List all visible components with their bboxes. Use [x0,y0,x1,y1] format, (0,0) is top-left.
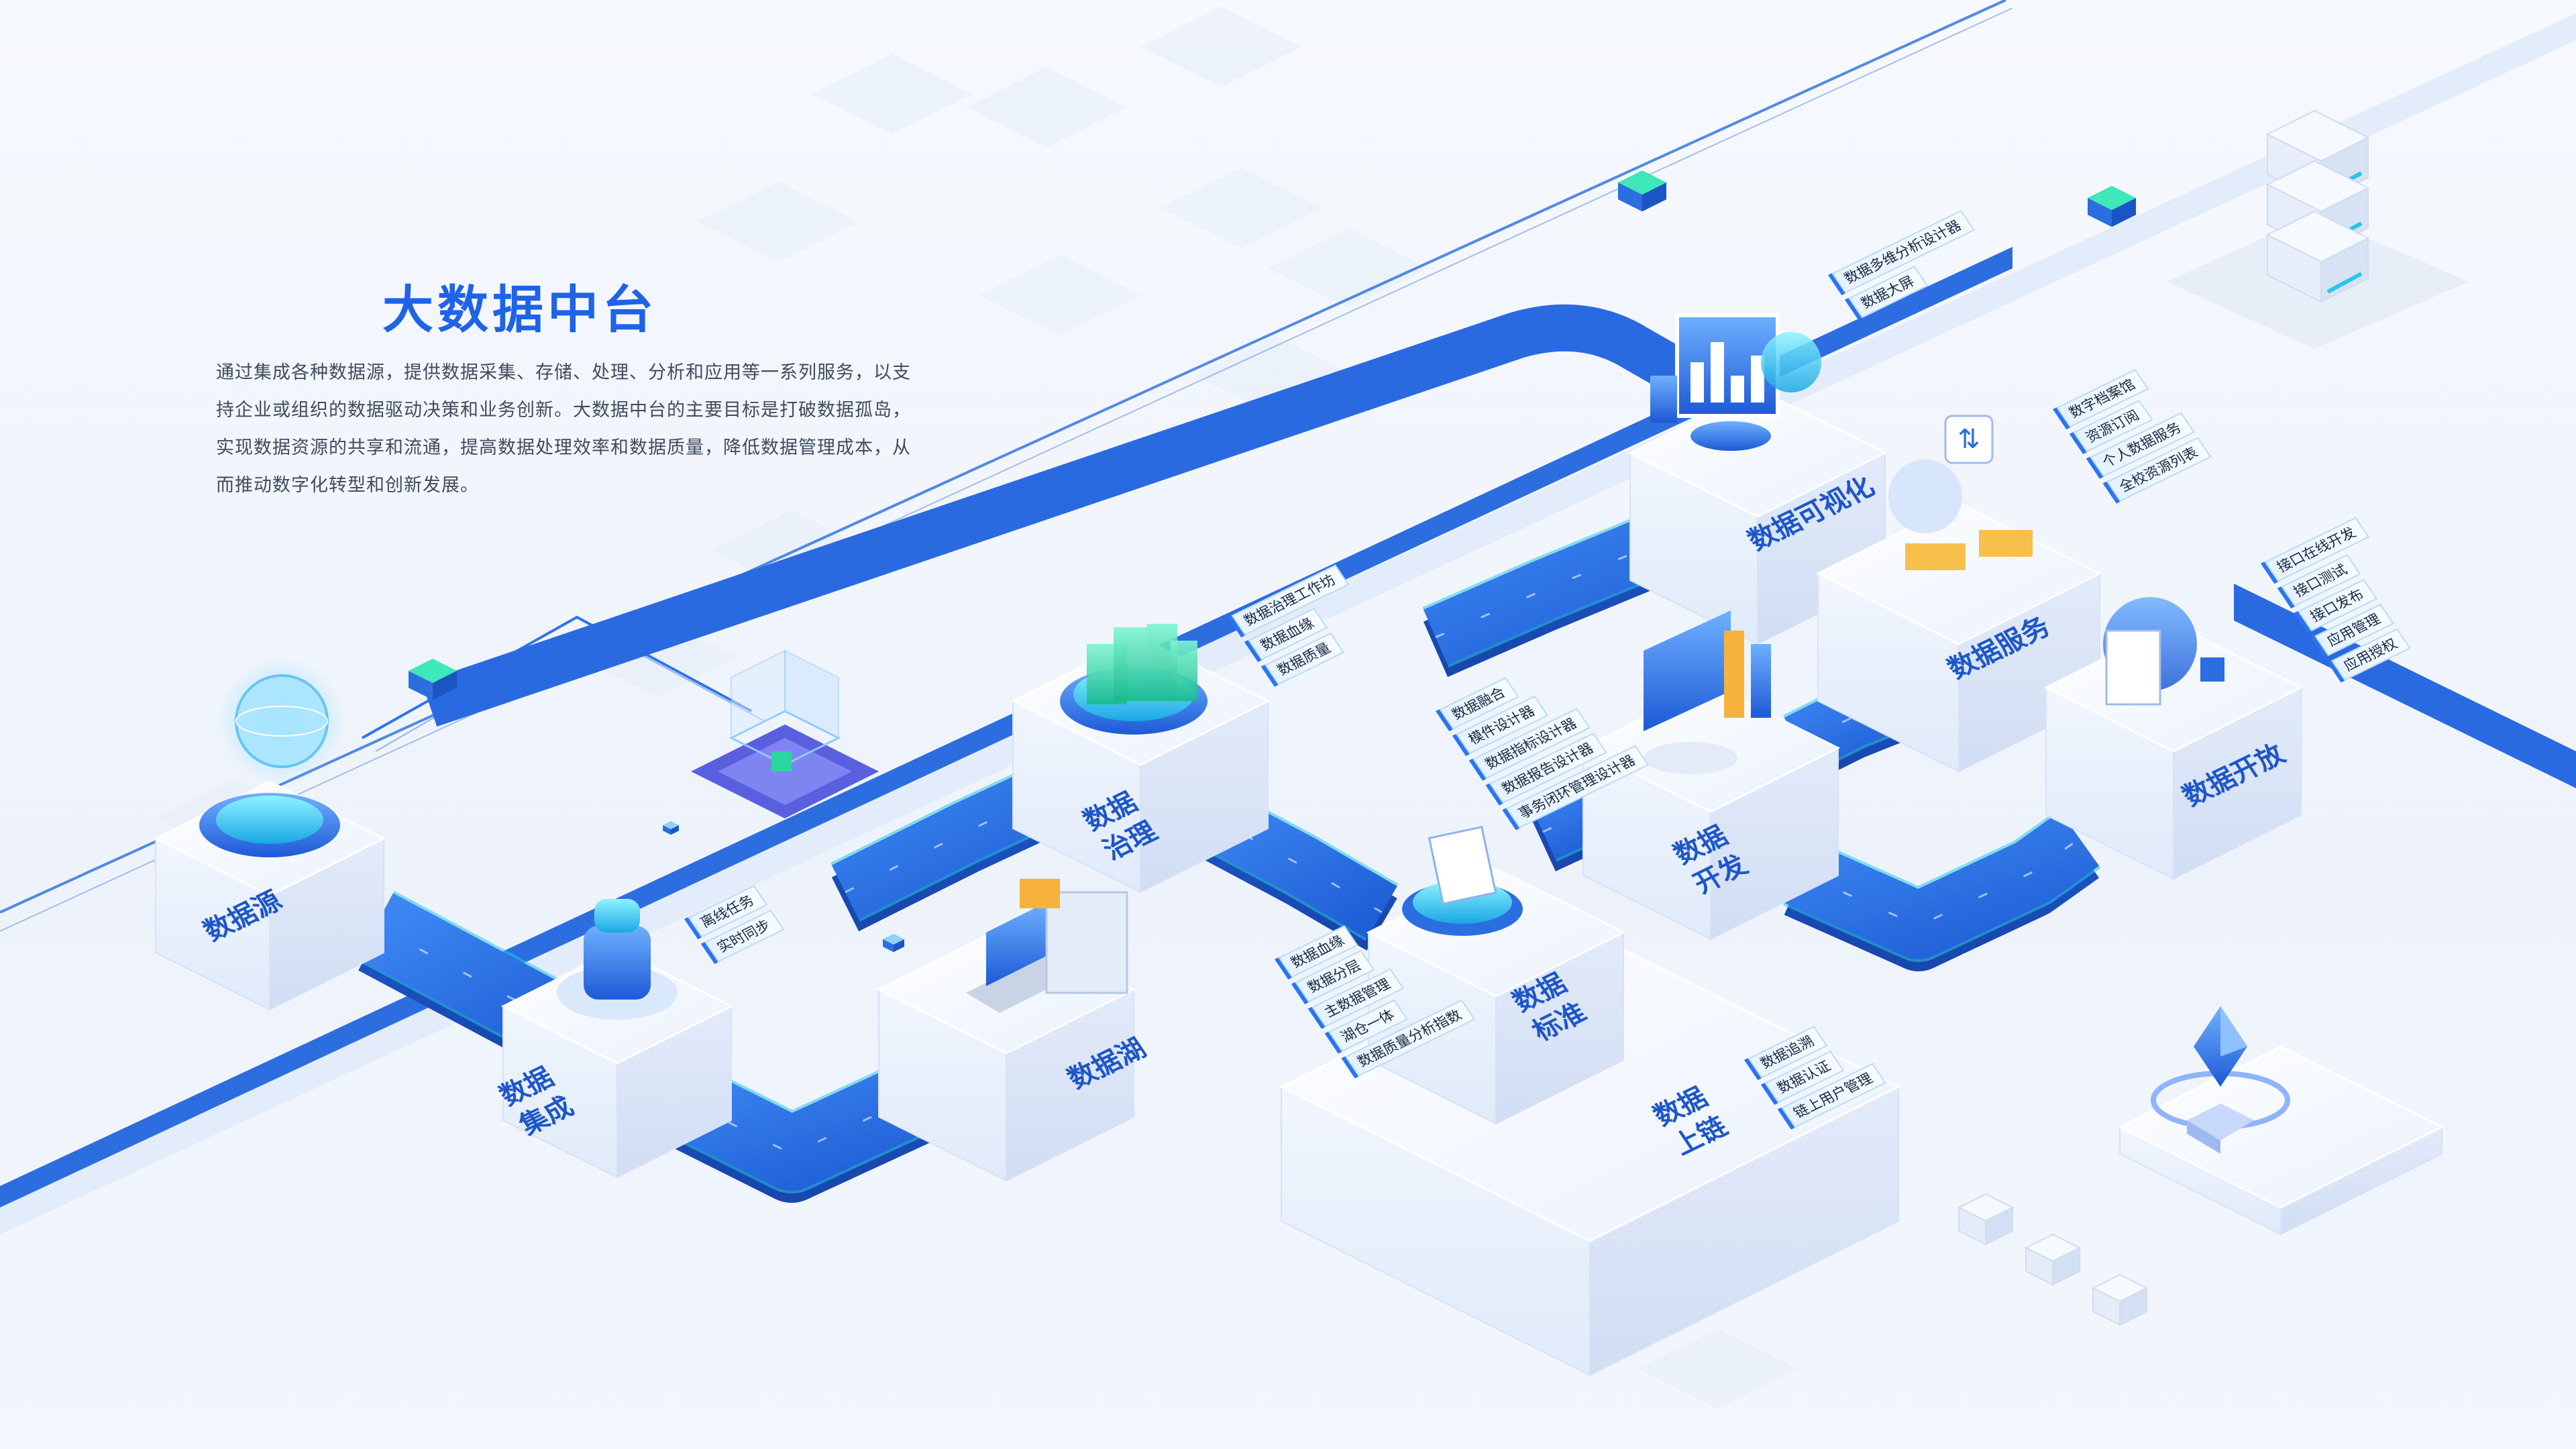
cloud-transfer-icon [1888,460,1962,533]
dashboard-cloud-icon-bar [1690,362,1704,402]
crystal-pedestal-icon [2151,1006,2290,1154]
cube-right-face [671,825,679,835]
server-unit-top [2265,109,2370,162]
chip-cube-icon [691,649,879,818]
floating-cube-icon [663,821,679,835]
cube-left-face [2088,198,2112,227]
bg-tile [1159,166,1324,250]
bg-tile [1138,5,1303,89]
dashboard-cloud-icon-bar [1731,376,1744,402]
chip-glass-side [784,649,839,739]
small-box-icon [1957,1193,2015,1246]
monitor-charts-icon-pad [1644,742,1737,774]
cube-top-face [1618,170,1666,195]
cube-top-face [883,934,904,945]
cloud-document-icon-cube [2200,657,2224,682]
dashboard-cloud-icon-cloud [1761,332,1821,392]
page-title: 大数据中台 [382,280,657,339]
small-box-icon [2091,1273,2149,1326]
cloud-document-icon-paper [2105,629,2161,706]
monitor-charts-icon-bar [1751,644,1771,718]
monitor-charts-icon-bar [1724,631,1744,718]
chip-glass-side [731,649,786,739]
server-unit-light [2326,272,2363,294]
platform-icons: ⇅ [199,313,2224,1020]
crystal-gem-facet [2220,1006,2247,1057]
small-box-icon [2024,1233,2082,1286]
cube-left-face [1618,182,1642,212]
bg-tile [977,254,1142,337]
block-top-face [2117,1045,2445,1209]
dashboard-cloud-icon-server [1650,376,1677,423]
dashboard-cloud-icon-disk [1690,421,1771,451]
database-bottle-icon-cap [594,899,640,932]
crystal-pedestal-side [2187,1120,2220,1154]
bg-tile [696,180,861,263]
transfer-arrow-icon: ⇅ [1957,424,1980,455]
dashboard-cloud-icon-bar [1711,342,1724,402]
cube-top-face [663,821,679,829]
cube-right-face [894,939,904,953]
floating-cube-icon [2088,186,2136,227]
cube-right-face [1642,182,1666,212]
cloud-transfer-icon-drawer [1979,530,2033,557]
cube-left-face [409,671,433,700]
bg-tile [964,66,1129,149]
laptop-server-icon-rack [1045,891,1128,994]
laptop-server-icon-folder [1020,879,1060,908]
box-top [2091,1273,2149,1303]
conveyor-arrows [1435,522,1711,639]
dashboard-cloud-icon-bar [1751,356,1764,402]
cube-top-face [409,659,457,683]
cloud-transfer-icon-arrows [1944,415,1994,464]
cube-left-face [883,939,894,953]
city-blocks-icon-tower [1114,627,1147,701]
page-description: 通过集成各种数据源，提供数据采集、存储、处理、分析和应用等一系列服务，以支持企业… [216,362,911,496]
globe-icon-meridian [235,706,328,737]
floating-cube-icon [409,659,457,700]
cloud-transfer-icon-drawer [1905,543,1966,570]
crystal-pedestal-top [2187,1104,2254,1140]
box-top [1957,1193,2015,1222]
server-unit-top [2265,160,2370,213]
city-blocks-icon-tower [1171,641,1197,701]
server-unit-top [2265,210,2370,263]
conveyor-top [1784,811,2100,959]
chip-core [771,751,792,771]
globe-icon [235,674,329,768]
database-bottle-icon [584,926,651,1000]
cube-top-face [2088,186,2136,210]
server-stack-icon [2167,109,2469,349]
cube-right-face [433,671,457,700]
arc-band [421,304,1696,727]
block-crystal-pad [2117,1045,2445,1236]
decorations [409,109,2469,1326]
laptop-server-icon-screen [986,902,1046,986]
block-top-face [1627,388,1888,518]
cube-left-face [663,825,671,835]
conveyor-development-open [1783,809,2101,971]
floating-cube-icon [1618,170,1666,212]
bg-tile [1266,227,1431,310]
cloud-documents-icon-paper [1428,825,1497,906]
monitor-charts-icon [1644,610,1731,731]
block-visualization [1627,388,1888,645]
globe-icon-ring [216,796,323,844]
bg-tile [810,52,975,136]
cube-right-face [2112,198,2136,227]
floating-cube-icon [883,934,904,953]
bg-tile [1635,1327,1800,1410]
box-top [2024,1233,2082,1263]
block-governance [1010,636,1271,894]
